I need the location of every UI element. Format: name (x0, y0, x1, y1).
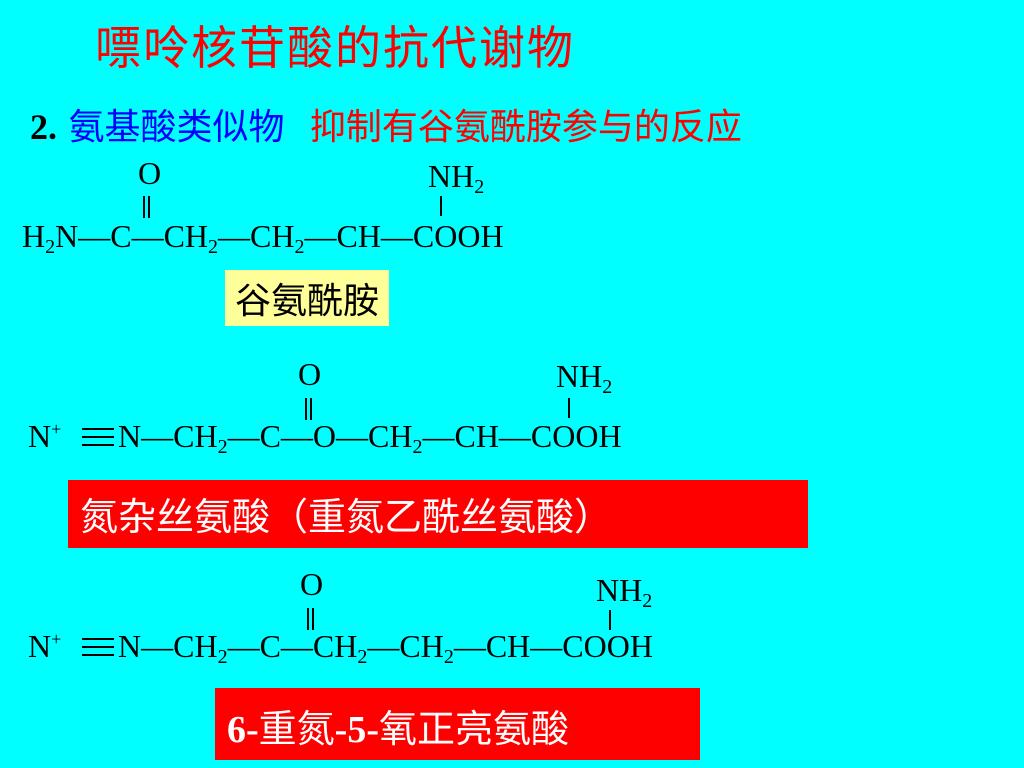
amino-group: NH2 (556, 358, 613, 398)
oxygen-atom: O (138, 155, 162, 191)
main-chain-formula: N—CH2—C—O—CH2—CH—COOH (118, 418, 622, 458)
section-number: 2. (30, 107, 57, 147)
amino-group: NH2 (596, 572, 653, 612)
compound-name-label: 谷氨酰胺 (225, 270, 390, 326)
triple-bond (82, 638, 114, 662)
single-bond (440, 196, 442, 216)
main-chain-formula: H2N—C—CH2—CH2—CH—COOH (22, 218, 504, 258)
oxygen-atom: O (300, 566, 324, 602)
section-topic: 氨基酸类似物 (68, 107, 285, 148)
compound-name-label: 6-重氮-5-氧正亮氨酸 (215, 688, 700, 760)
double-bond (307, 608, 314, 630)
triple-bond (82, 428, 114, 452)
single-bond (568, 398, 570, 418)
single-bond (609, 610, 611, 630)
compound-name-label: 氮杂丝氨酸（重氮乙酰丝氨酸） (68, 480, 808, 548)
page-title: 嘌呤核苷酸的抗代谢物 (95, 21, 575, 75)
main-chain-formula: N—CH2—C—CH2—CH2—CH—COOH (118, 628, 653, 668)
diazonium-nitrogen: N+ (28, 628, 62, 664)
section-description: 抑制有谷氨酰胺参与的反应 (309, 107, 742, 148)
section-heading: 2. 氨基酸类似物 抑制有谷氨酰胺参与的反应 (30, 98, 742, 150)
amino-group: NH2 (428, 158, 485, 198)
double-bond (143, 196, 150, 218)
double-bond (305, 398, 312, 420)
diazonium-nitrogen: N+ (28, 418, 62, 454)
oxygen-atom: O (298, 356, 322, 392)
